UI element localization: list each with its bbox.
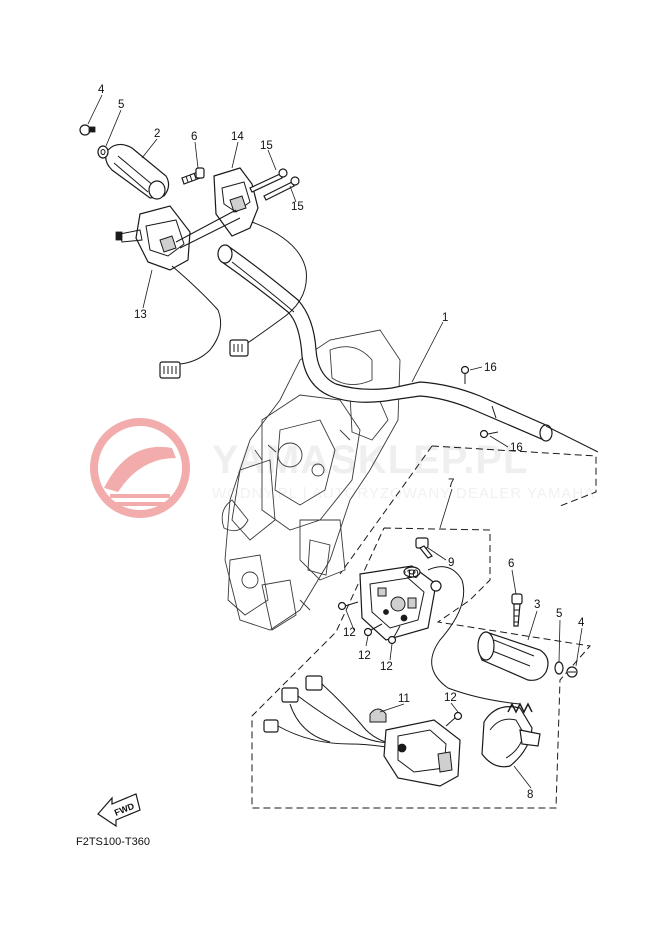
callout-part-13[interactable]: 13 (134, 309, 147, 321)
leader-lines (87, 94, 583, 789)
right-bolt-icon (511, 593, 523, 627)
left-end-bolt-icon (79, 124, 96, 136)
steering-column-ghost (221, 329, 401, 631)
callout-part-6[interactable]: 6 (191, 131, 197, 143)
sensor-icon (430, 580, 442, 592)
watermark-logo-icon (90, 418, 190, 518)
callout-part-16-bottom[interactable]: 16 (510, 442, 523, 454)
housing-screw-icon (445, 711, 463, 727)
callout-part-4[interactable]: 4 (98, 84, 105, 96)
callout-part-9[interactable]: 9 (448, 557, 454, 569)
callout-part-11[interactable]: 11 (398, 693, 410, 705)
bracket-cable (229, 221, 307, 357)
callout-part-14[interactable]: 14 (231, 131, 244, 143)
left-end-washer-icon (97, 145, 109, 159)
assembly-dashed-outline (251, 445, 597, 809)
callout-part-12-b[interactable]: 12 (358, 650, 371, 662)
callout-part-5[interactable]: 5 (118, 99, 124, 111)
callout-part-12-c[interactable]: 12 (380, 661, 393, 673)
callout-part-1[interactable]: 1 (442, 312, 448, 324)
handlebar-rivet-top-icon (460, 365, 470, 384)
left-switch-cable (159, 265, 222, 379)
plate-screw-c-icon (387, 625, 401, 645)
callout-part-16-top[interactable]: 16 (484, 362, 497, 374)
watermark-sub-text: WODNY.PL | AUTORYZOWANY DEALER YAMAHA (212, 485, 595, 502)
sensor-cable (427, 566, 521, 705)
handlebar-rivet-bottom-icon (479, 429, 499, 439)
watermark: YAMASKLEP.PL WODNY.PL | AUTORYZOWANY DEA… (90, 418, 595, 518)
right-switch-housing (383, 719, 461, 787)
plate-screw-b-icon (363, 623, 383, 637)
left-grip (105, 143, 170, 200)
axis-line (545, 425, 599, 453)
wiring-harness (263, 675, 393, 749)
switch-bracket (175, 167, 259, 249)
callout-part-5-right[interactable]: 5 (556, 608, 562, 620)
right-grip (477, 631, 549, 681)
callout-part-7[interactable]: 7 (448, 478, 454, 490)
left-switch-housing (115, 205, 191, 271)
left-bolt-icon (181, 167, 205, 185)
callout-part-6-right[interactable]: 6 (508, 558, 514, 570)
plate-screw-a-icon (337, 601, 359, 611)
drawing-code: F2TS100-T360 (76, 836, 150, 848)
callout-part-15-top[interactable]: 15 (260, 140, 273, 152)
callout-part-2[interactable]: 2 (154, 128, 160, 140)
throttle-cover (481, 706, 541, 768)
right-end-bolt-icon (566, 666, 578, 678)
watermark-main-text: YAMASKLEP.PL (212, 438, 529, 482)
callout-part-12-d[interactable]: 12 (444, 692, 457, 704)
callout-part-10[interactable]: 10 (406, 569, 419, 581)
callout-part-3[interactable]: 3 (534, 599, 540, 611)
callout-part-8[interactable]: 8 (527, 789, 533, 801)
bracket-screw-bottom-icon (263, 176, 300, 201)
callout-part-12-a[interactable]: 12 (343, 627, 356, 639)
part-callouts: 4 5 2 6 14 15 15 13 1 16 16 7 9 10 6 3 5… (98, 84, 585, 801)
bracket-screw-top-icon (249, 168, 288, 193)
fwd-arrow-icon: FWD (97, 793, 141, 828)
right-washer-icon (554, 661, 564, 675)
callout-part-4-right[interactable]: 4 (578, 617, 585, 629)
handlebar (217, 244, 553, 442)
switch-plate (359, 565, 437, 641)
assembly-dashed-link (339, 445, 433, 575)
callout-part-15-bottom[interactable]: 15 (291, 201, 304, 213)
plate-bolt-icon (415, 537, 433, 559)
throttle-spring-icon (507, 702, 533, 714)
housing-cap-icon (369, 708, 387, 723)
